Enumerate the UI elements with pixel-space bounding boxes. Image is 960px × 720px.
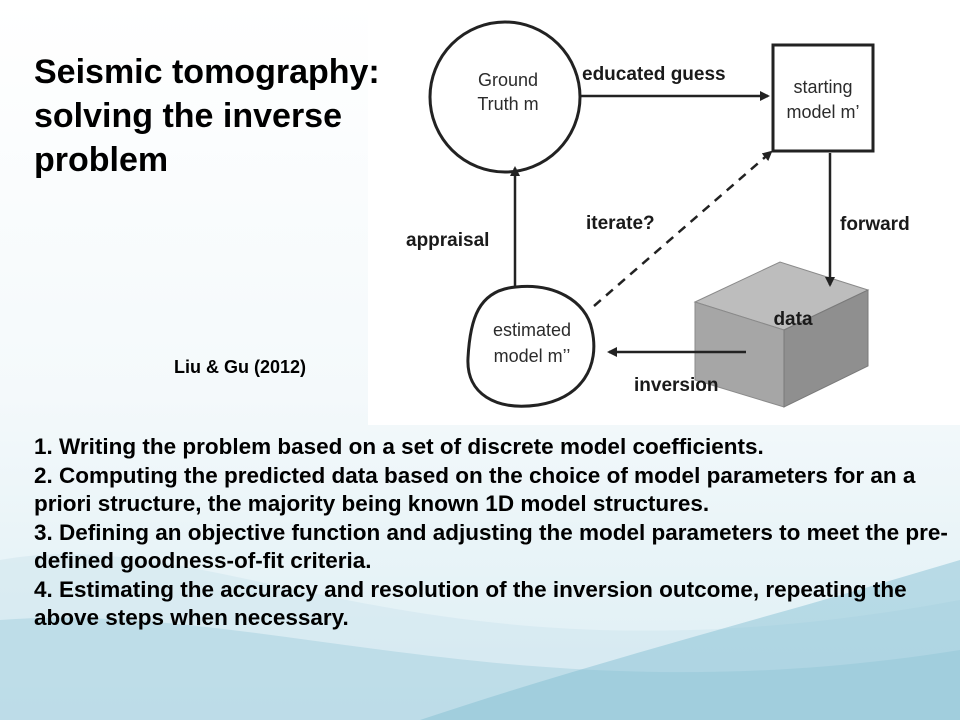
citation: Liu & Gu (2012) [174, 357, 307, 377]
inverse-problem-diagram: Ground Truth m starting model m’ data es… [368, 0, 960, 425]
iterate-label: iterate? [586, 213, 655, 234]
starting-model-node: starting model m’ [771, 43, 875, 153]
ground-truth-node: Ground Truth m [428, 20, 582, 174]
list-item: 3. Defining an objective function and ad… [34, 519, 948, 574]
ground-truth-label-line1: Ground [478, 70, 538, 90]
starting-model-label-line2: model m’ [786, 102, 859, 122]
data-label: data [773, 309, 813, 330]
iterate-arrow [593, 150, 773, 307]
estimated-model-label-line1: estimated [493, 320, 571, 340]
data-node: data [693, 261, 870, 408]
forward-label: forward [840, 214, 910, 235]
inversion-label: inversion [634, 375, 718, 396]
slide-title: Seismic tomography: solving the inverse … [34, 53, 380, 179]
educated-guess-label: educated guess [582, 64, 726, 85]
list-item: 2. Computing the predicted data based on… [34, 462, 916, 517]
estimated-model-node: estimated model m’’ [466, 284, 596, 408]
appraisal-label: appraisal [406, 230, 489, 251]
list-item: 1. Writing the problem based on a set of… [34, 434, 764, 459]
starting-model-label-line1: starting [793, 77, 852, 97]
list-item: 4. Estimating the accuracy and resolutio… [34, 576, 907, 631]
ground-truth-label-line2: Truth m [477, 94, 538, 114]
steps-list: 1. Writing the problem based on a set of… [34, 433, 949, 633]
estimated-model-label-line2: model m’’ [494, 346, 571, 366]
